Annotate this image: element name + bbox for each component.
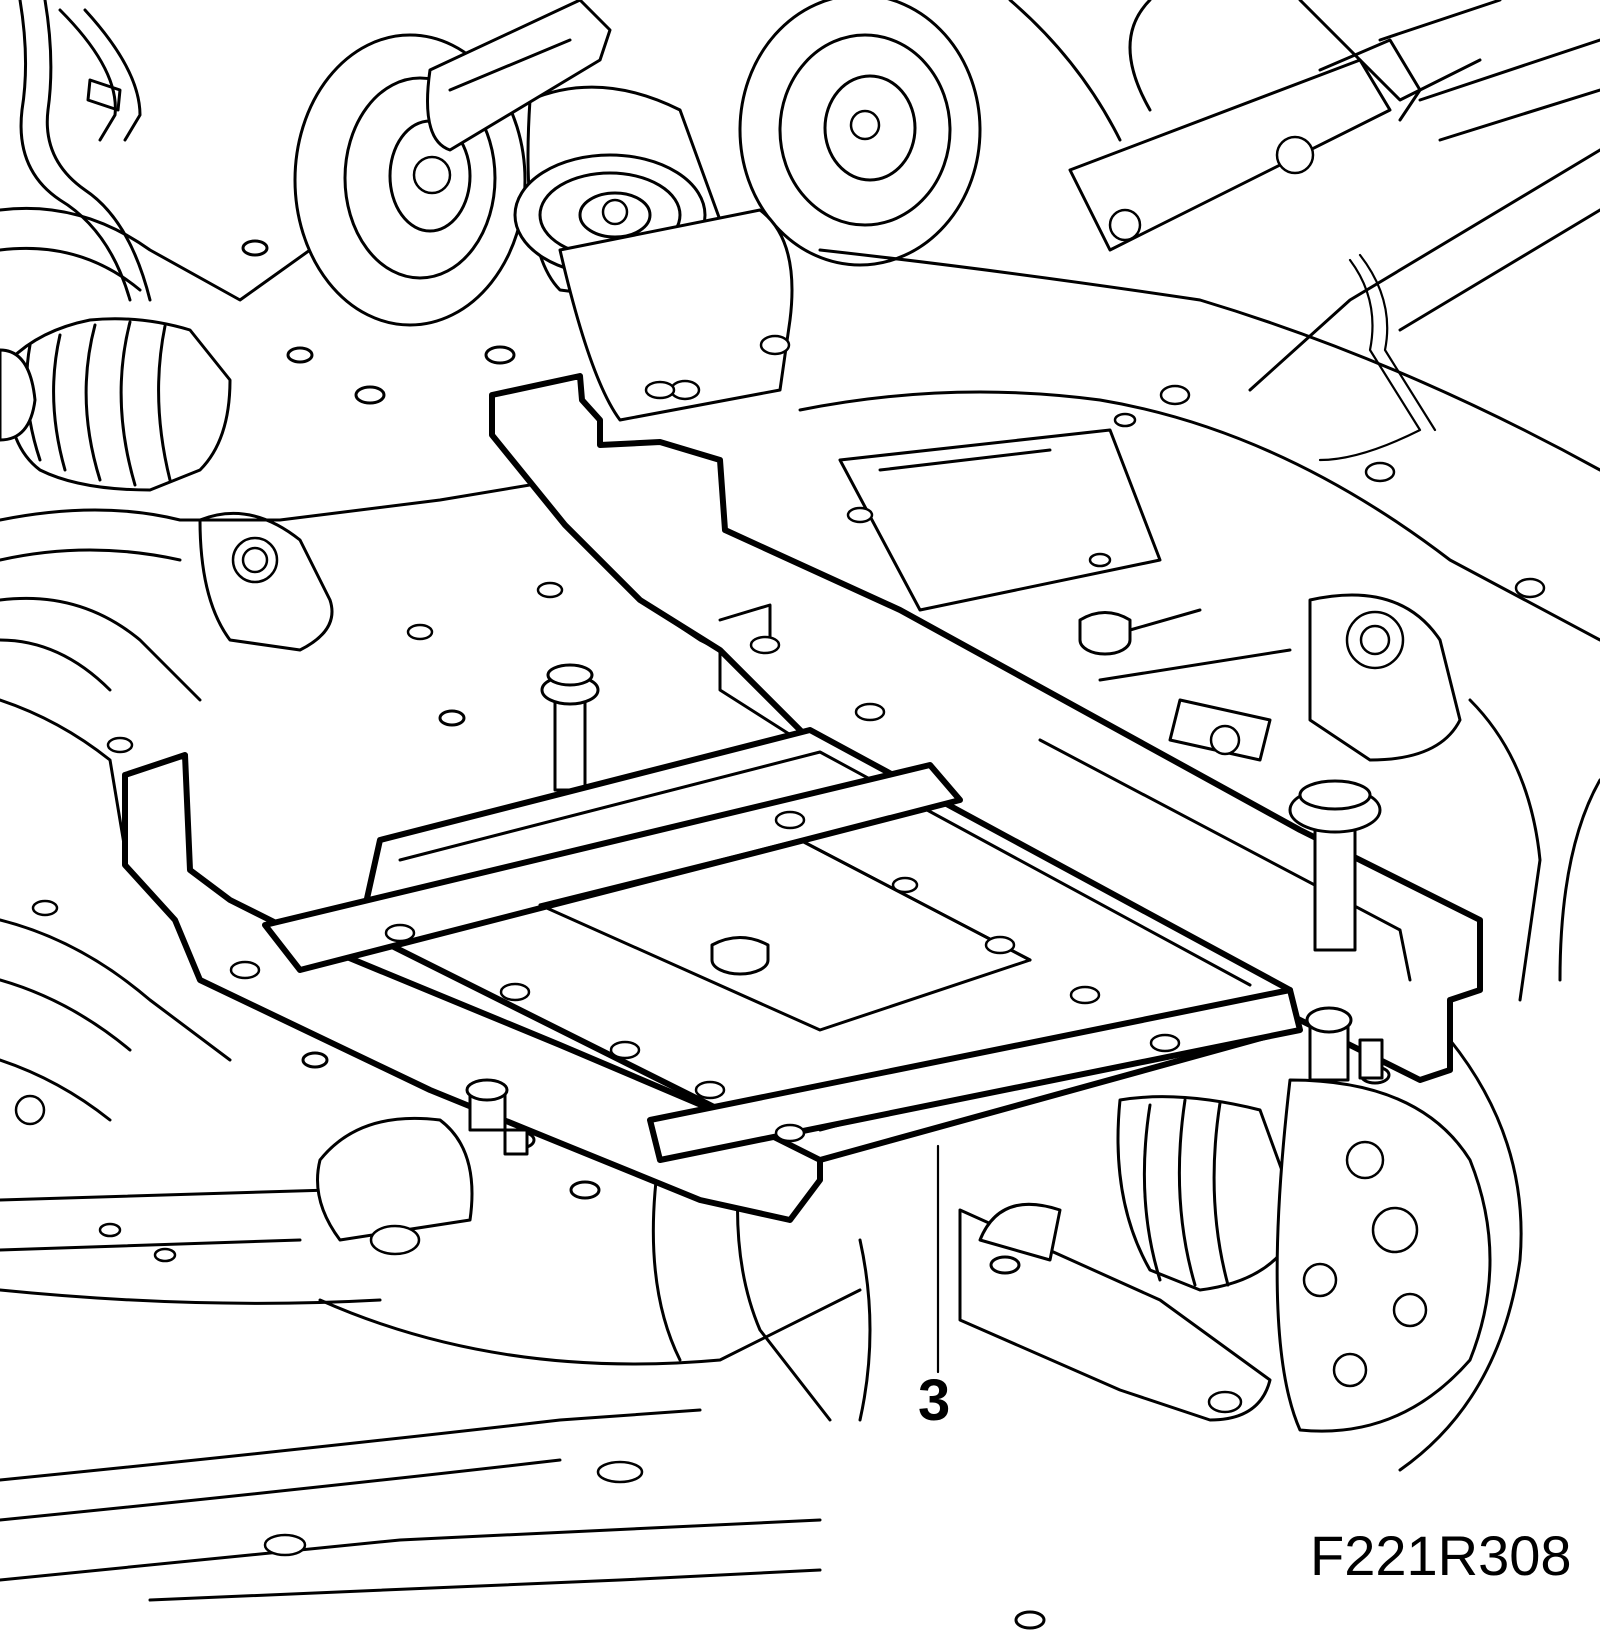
bolt-left-stud: [540, 663, 600, 792]
bolt-upper-center: [1078, 611, 1132, 656]
callout-label-3: 3: [918, 1368, 951, 1433]
figure-code: F221R308: [1310, 1524, 1572, 1587]
tool-bolt-center: [710, 936, 770, 976]
tool-bolt-lower-left: [465, 1078, 529, 1156]
tool-bolt-lower-right: [1305, 1006, 1384, 1082]
support-tool-frame: [122, 373, 1483, 1223]
tool-bolt-right: [1288, 779, 1382, 952]
pulley-right: [738, 0, 982, 267]
